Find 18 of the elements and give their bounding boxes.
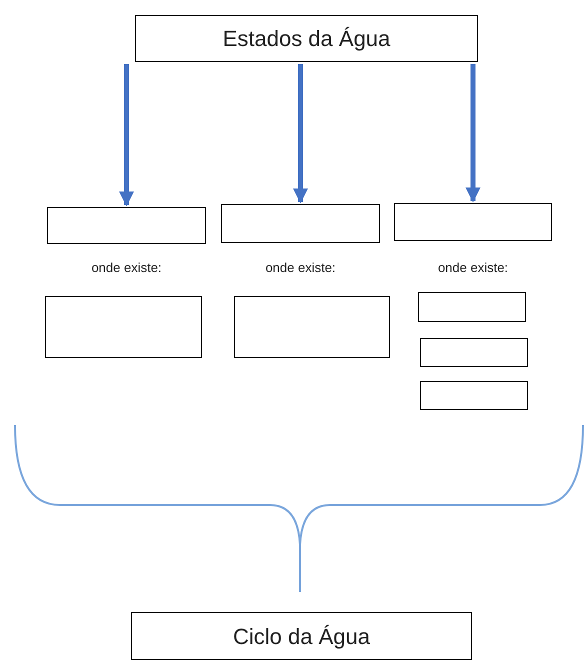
arrow bbox=[119, 64, 134, 206]
empty-box bbox=[221, 204, 380, 243]
empty-box bbox=[418, 292, 526, 322]
box-title: Estados da Água bbox=[222, 25, 390, 53]
empty-box bbox=[47, 207, 206, 244]
caption-text: onde existe: bbox=[265, 259, 336, 277]
text-box bbox=[131, 612, 472, 660]
caption-text: onde existe: bbox=[91, 259, 162, 277]
arrow bbox=[466, 64, 480, 202]
empty-box bbox=[420, 338, 528, 367]
empty-box bbox=[45, 296, 202, 358]
arrow bbox=[293, 64, 308, 204]
empty-box bbox=[234, 296, 390, 358]
empty-box bbox=[394, 203, 552, 241]
text-box bbox=[135, 15, 478, 62]
empty-box bbox=[420, 381, 528, 410]
caption-text: onde existe: bbox=[438, 259, 508, 277]
box-title: Ciclo da Água bbox=[233, 622, 370, 651]
